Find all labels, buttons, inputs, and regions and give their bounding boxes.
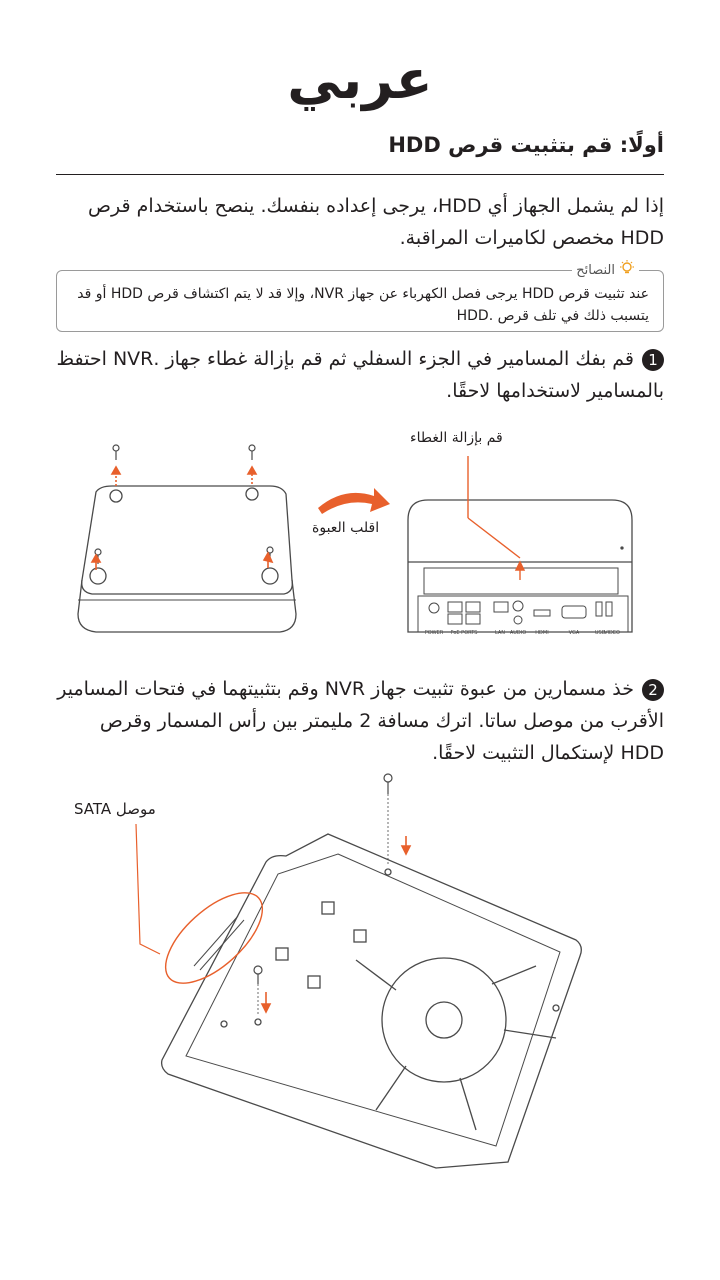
hdd-screw-figure [135, 773, 582, 1169]
screw-icon [94, 444, 274, 564]
down-arrow-icon [257, 794, 412, 1014]
tips-label: النصائح [576, 262, 615, 278]
up-arrow-icon [90, 465, 274, 570]
intro-text: إذا لم يشمل الجهاز أي HDD، يرجى إعداده ب… [88, 195, 664, 249]
sata-connector [193, 915, 245, 971]
screw-icon [253, 773, 393, 984]
sata-callout-line [135, 823, 161, 955]
svg-text:VGA: VGA [569, 630, 580, 636]
svg-text:PoE PORTS: PoE PORTS [451, 630, 478, 636]
svg-text:VIDEO: VIDEO [604, 630, 620, 636]
hdd-body [160, 833, 582, 1169]
svg-text:POWER: POWER [425, 630, 444, 636]
step-number: 2 [642, 678, 664, 701]
section-divider [56, 174, 664, 175]
step-number: 1 [642, 348, 664, 371]
lightbulb-icon [619, 260, 635, 280]
port-labels: POWER PoE PORTS LAN AUDIO HDMI VGA USB V… [425, 630, 620, 636]
step-1: 1قم بفك المسامير في الجزء السفلي ثم قم ب… [56, 343, 664, 407]
step-text: خذ مسمارين من عبوة تثبيت جهاز NVR وقم بت… [57, 678, 664, 764]
page-title: عربي [287, 48, 433, 111]
flip-arrow-icon [318, 488, 390, 514]
nvr-rear-ports [428, 600, 613, 625]
sata-highlight [164, 892, 264, 984]
nvr-cover-removal-figure: POWER PoE PORTS LAN AUDIO HDMI VGA USB V… [77, 444, 633, 636]
step-text: قم بفك المسامير في الجزء السفلي ثم قم بإ… [56, 348, 664, 402]
sata-label: موصل SATA [74, 800, 156, 818]
svg-text:HDMI: HDMI [535, 630, 548, 636]
remove-cover-label: قم بإزالة الغطاء [410, 430, 503, 446]
flip-label: اقلب العبوة [312, 520, 380, 536]
tips-box: النصائح عند تثبيت قرص HDD يرجى فصل الكهر… [56, 260, 664, 332]
remove-cover-arrow-icon [467, 456, 526, 580]
tips-text: عند تثبيت قرص HDD يرجى فصل الكهرباء عن ج… [77, 286, 649, 324]
svg-text:USB: USB [595, 630, 606, 636]
svg-text:AUDIO: AUDIO [510, 630, 526, 636]
section-title: أولًا: قم بتثبيت قرص HDD [388, 133, 664, 157]
nvr-bottom-view [77, 485, 297, 633]
svg-text:LAN: LAN [495, 630, 505, 636]
tips-header: النصائح [572, 260, 639, 280]
step-2: 2خذ مسمارين من عبوة تثبيت جهاز NVR وقم ب… [56, 673, 664, 769]
